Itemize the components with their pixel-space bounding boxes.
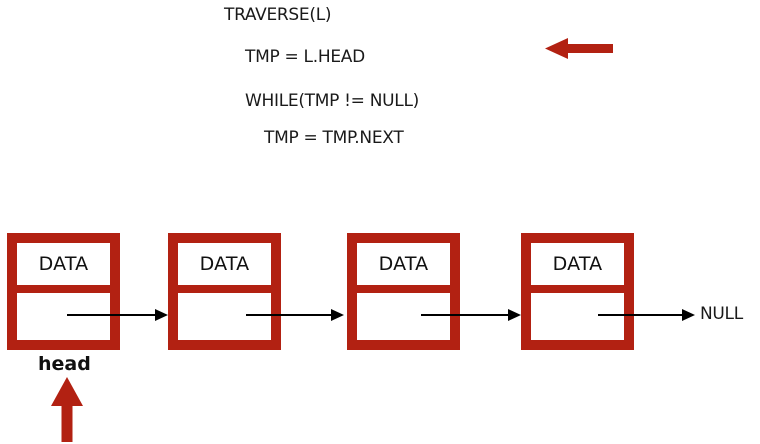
node-data-cell: DATA <box>178 243 271 285</box>
node-pointer-cell <box>531 293 624 340</box>
list-node-2: DATA <box>168 233 281 350</box>
pseudocode-line: TMP = TMP.NEXT <box>264 128 404 148</box>
pseudocode-line: WHILE(TMP != NULL) <box>245 91 419 111</box>
node-pointer-cell <box>357 293 450 340</box>
node-data-cell: DATA <box>17 243 110 285</box>
next-pointer-arrow <box>67 309 168 321</box>
node-pointer-cell <box>178 293 271 340</box>
red-up-arrow-icon <box>51 377 83 442</box>
node-data-cell: DATA <box>357 243 450 285</box>
red-left-arrow-shape <box>545 38 613 59</box>
list-node-3: DATA <box>347 233 460 350</box>
node-data-cell: DATA <box>531 243 624 285</box>
head-label: head <box>38 353 91 375</box>
node-pointer-cell <box>17 293 110 340</box>
next-pointer-arrow <box>598 309 695 321</box>
next-pointer-arrow <box>246 309 344 321</box>
list-node-1: DATA <box>7 233 120 350</box>
pseudocode-line: TMP = L.HEAD <box>245 47 365 67</box>
null-terminator-label: NULL <box>700 304 743 324</box>
red-left-arrow-icon <box>545 38 613 59</box>
red-up-arrow-shape <box>51 377 83 442</box>
next-pointer-arrow <box>421 309 521 321</box>
list-node-4: DATA <box>521 233 634 350</box>
pseudocode-line: TRAVERSE(L) <box>224 5 332 25</box>
